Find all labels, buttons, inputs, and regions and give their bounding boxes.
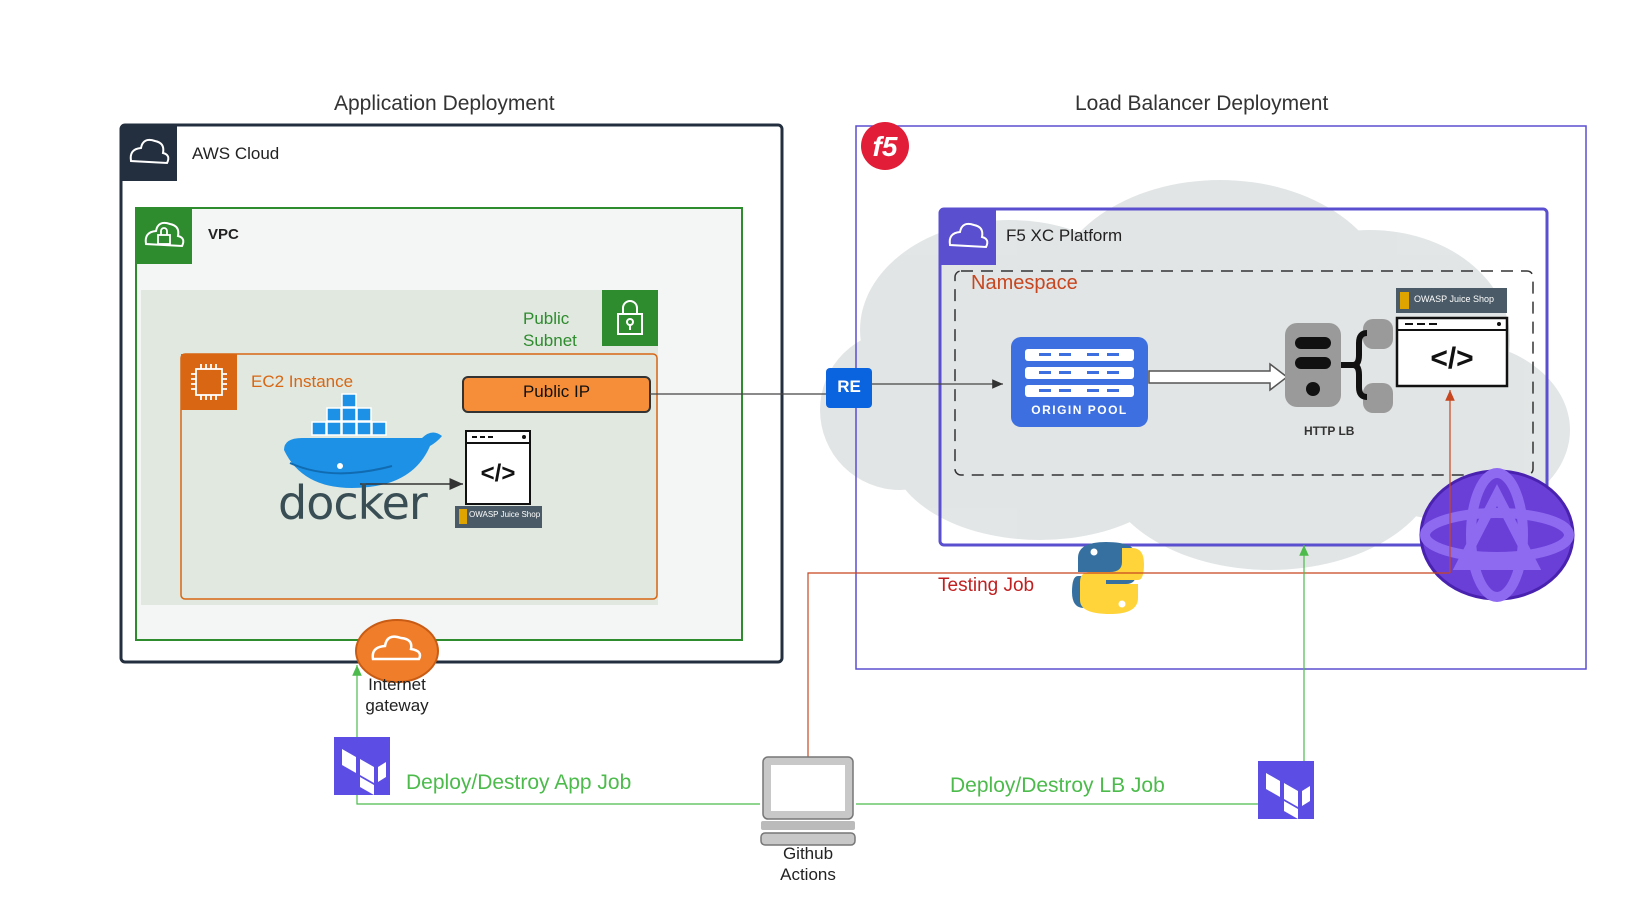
http-lb-label: HTTP LB: [1304, 424, 1355, 438]
internet-gateway-label-line2: gateway: [365, 696, 429, 715]
origin-pool-label: ORIGIN POOL: [1031, 403, 1128, 417]
f5-logo: f5: [861, 122, 909, 170]
deploy-lb-job-label: Deploy/Destroy LB Job: [950, 774, 1165, 797]
deploy-app-line: [352, 665, 760, 805]
svg-text:</>: </>: [481, 460, 516, 487]
vpc-icon-bg: [136, 208, 192, 264]
testing-job-line: [807, 572, 1450, 758]
lb-deployment-title: Load Balancer Deployment: [1075, 92, 1329, 115]
svg-text:</>: </>: [1430, 342, 1473, 375]
github-actions-label-line2: Actions: [780, 865, 836, 884]
public-subnet-label-line2: Subnet: [523, 331, 577, 350]
internet-gateway-label: Internet gateway: [343, 674, 451, 716]
testing-job-label: Testing Job: [938, 575, 1035, 596]
juice-shop-bottle-icon: [459, 509, 467, 524]
docker-wordmark: docker: [278, 476, 428, 530]
f5-xc-platform-label: F5 XC Platform: [1006, 226, 1123, 245]
ec2-icon-bg: [181, 354, 237, 410]
public-ip-label: Public IP: [522, 382, 591, 401]
deploy-app-job-label: Deploy/Destroy App Job: [406, 771, 632, 794]
app-deployment-title: Application Deployment: [334, 92, 555, 115]
internet-gateway-label-line1: Internet: [368, 675, 426, 694]
juice-shop-bottle-icon-f5: [1400, 292, 1409, 309]
f5-xc-icon-bg: [940, 209, 996, 265]
juice-shop-app-icon-ec2: </>: [465, 430, 531, 505]
aws-cloud-label: AWS Cloud: [192, 144, 280, 163]
http-lb-icon: [1285, 319, 1393, 413]
re-box: [826, 368, 872, 408]
vpc-label: VPC: [208, 226, 239, 243]
terraform-icon-lb: [1258, 761, 1314, 819]
namespace-label: Namespace: [971, 272, 1078, 294]
f5-xc-cloud-icon: [948, 222, 989, 249]
internet-gateway-icon: [355, 619, 439, 683]
github-actions-label: Github Actions: [752, 843, 864, 885]
f5-xc-platform-box: [938, 207, 1549, 547]
aws-cloud-icon-bg: [121, 125, 177, 181]
ec2-box: [180, 353, 658, 600]
aws-cloud-icon: [129, 138, 170, 165]
vpc-icon: [144, 221, 185, 248]
origin-pool-icon: [1011, 337, 1148, 427]
public-subnet-label: Public Subnet: [523, 308, 577, 352]
laptop-icon: [760, 756, 856, 846]
public-subnet-label-line1: Public: [523, 309, 570, 328]
subnet-lock-icon: [617, 300, 643, 335]
github-actions-label-line1: Github: [782, 844, 834, 863]
juice-shop-app-icon-f5: </>: [1395, 316, 1509, 388]
docker-icon: [284, 393, 442, 488]
svg-text:f5: f5: [873, 131, 898, 162]
python-icon: [1072, 542, 1144, 614]
ec2-chip-icon: [191, 364, 227, 400]
juice-shop-badge-f5-bg: [1396, 288, 1507, 313]
origin-to-lb-arrow: [1148, 362, 1289, 392]
re-label: RE: [837, 377, 861, 396]
terraform-icon-app: [334, 737, 390, 795]
juice-shop-badge-ec2: OWASP Juice Shop: [469, 510, 541, 519]
ec2-label: EC2 Instance: [251, 372, 354, 391]
namespace-box: [954, 270, 1534, 476]
juice-shop-badge-ec2-bg: [455, 506, 542, 528]
juice-shop-badge-f5: OWASP Juice Shop: [1414, 294, 1495, 304]
testing-globe-icon: [1419, 468, 1575, 602]
